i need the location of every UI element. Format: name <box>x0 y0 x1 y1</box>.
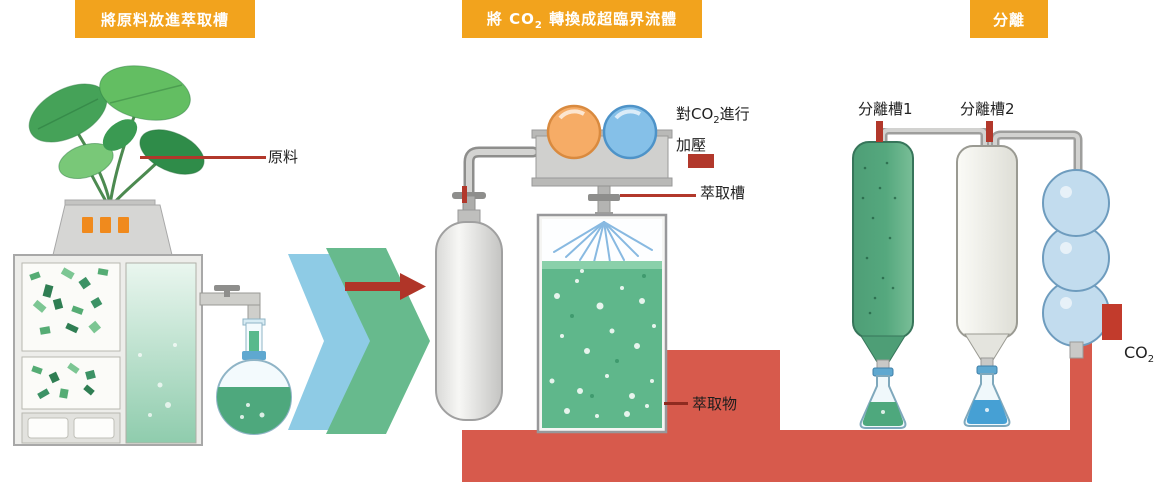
separator-pipes <box>878 128 1083 172</box>
step2-prefix: 將 CO <box>486 9 535 28</box>
flask-blue-icon <box>963 373 1011 427</box>
co2-gas-cylinder-icon <box>435 192 503 421</box>
separator-column-2 <box>956 145 1018 375</box>
machine-head <box>52 199 173 256</box>
extraction-cabinet <box>13 254 203 446</box>
extraction-machine-illustration <box>13 65 292 446</box>
vessel-liquid <box>542 261 662 428</box>
speckles <box>570 274 646 398</box>
direction-arrow-icon <box>345 273 426 300</box>
pressurize-suffix: 進行 <box>719 105 750 123</box>
plant-icon <box>28 65 205 207</box>
plant-material-confetti-lower <box>31 362 96 400</box>
flow-band-extract <box>660 350 780 434</box>
separation-illustration <box>852 128 1110 429</box>
co2-pressurizing-illustration <box>435 104 673 434</box>
separator1-label: 分離槽1 <box>858 100 913 118</box>
sphere-stack-icon <box>1042 169 1110 359</box>
collection-flask-icon <box>216 318 292 435</box>
gas-pipe <box>463 146 539 206</box>
extract-label: 萃取物 <box>692 395 738 413</box>
pressurize-line1: 對CO2進行 <box>676 104 750 131</box>
separator2-accent-mark <box>986 121 993 142</box>
flow-band-riser <box>1070 340 1092 434</box>
step2-header: 將 CO2 轉換成超臨界流體 <box>462 0 702 38</box>
extract-liquid-column <box>125 262 197 444</box>
extraction-vessel <box>536 213 668 434</box>
co2-text: CO <box>1124 343 1148 362</box>
pressurize-label: 對CO2進行 加壓 <box>676 104 750 168</box>
flow-band-bottom <box>462 430 1092 482</box>
outlet-pipe <box>199 285 261 320</box>
pressurize-accent-mark <box>688 154 714 168</box>
separator-column-1 <box>852 141 914 377</box>
flow-chevron-arrow <box>288 248 430 434</box>
co2-spray-icon <box>553 221 653 263</box>
bubbles <box>549 269 656 418</box>
blue-gauge-icon <box>602 104 658 160</box>
separator1-accent-mark <box>876 121 883 142</box>
pressurize-subscript: 2 <box>713 115 720 126</box>
co2-subscript: 2 <box>1147 354 1155 366</box>
step1-header: 將原料放進萃取槽 <box>75 0 255 38</box>
raw-material-leader-line <box>140 156 266 159</box>
plant-material-confetti <box>29 267 109 335</box>
step3-header: 分離 <box>970 0 1048 38</box>
flask-green-icon <box>859 375 907 429</box>
orange-gauge-icon <box>546 104 602 160</box>
raw-material-label: 原料 <box>268 148 299 166</box>
texture-dots <box>861 161 897 315</box>
cylinder-accent-mark <box>462 186 467 203</box>
separator2-label: 分離槽2 <box>960 100 1015 118</box>
step2-subscript: 2 <box>534 19 543 31</box>
pressurize-prefix: 對CO <box>676 105 714 123</box>
pump-unit <box>531 104 673 220</box>
step2-suffix: 轉換成超臨界流體 <box>542 9 678 28</box>
extraction-tank-label: 萃取槽 <box>700 184 746 202</box>
co2-recycle-accent-mark <box>1102 304 1122 340</box>
extract-leader-line <box>664 402 688 405</box>
pressurize-line2: 加壓 <box>676 136 707 154</box>
extraction-tank-leader-line <box>620 194 696 197</box>
step2-text: 將 CO2 轉換成超臨界流體 <box>487 8 677 31</box>
co2-recycle-label: CO2 <box>1124 343 1154 370</box>
